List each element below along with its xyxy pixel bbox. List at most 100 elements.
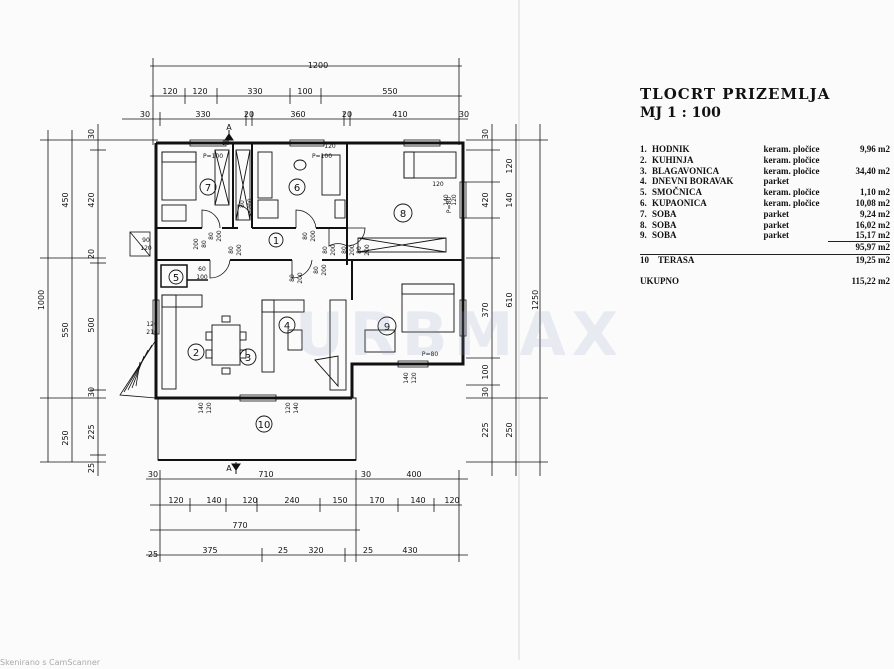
room-list: 1. HODNIK keram. pločice 9,96 m2 2. KUHI…	[640, 144, 890, 287]
dim-top-3a: 30	[140, 110, 150, 119]
door-label-6b: 200	[247, 198, 254, 210]
window-label-9a: 140	[403, 372, 410, 384]
dim-left-3e: 30	[87, 387, 96, 397]
door-label-5b: 200	[364, 244, 371, 256]
window-label-kitchen-b: 210	[146, 329, 158, 336]
door-label-1a: 80	[208, 232, 215, 240]
section-label-bottom: A	[226, 464, 232, 473]
dim-right-3e: 370	[481, 302, 490, 317]
dim-top-2e: 550	[382, 87, 397, 96]
door-label-b2a: 80	[341, 246, 348, 254]
room-number-9: 9	[384, 322, 390, 333]
dim-top-total: 1200	[308, 61, 328, 70]
door-label-5a: 80	[356, 246, 363, 254]
windows	[152, 139, 467, 402]
room-number-10: 10	[258, 420, 271, 431]
room-number-circles	[168, 178, 413, 433]
dim-bot-2b: 140	[206, 496, 221, 505]
door-label-7a: 80	[313, 266, 320, 274]
room-number-6: 6	[294, 183, 300, 194]
subtotal-row: 95,97 m2	[640, 241, 890, 252]
section-mark-top	[224, 130, 234, 141]
furniture	[161, 149, 457, 391]
room-row-7: 7. SOBA parket 9,24 m2	[640, 208, 890, 219]
door-label-b1a: 80	[201, 240, 208, 248]
dim-left-3a: 30	[87, 129, 96, 139]
dim-top-3d: 360	[290, 110, 305, 119]
terasa-row: 10 TERASA 19,25 m2	[640, 253, 890, 265]
note-room9: P=80	[422, 351, 438, 358]
dim-left-3d: 500	[87, 317, 96, 332]
dim-left-2a: 450	[61, 192, 70, 207]
dim-right-3i: 250	[505, 422, 514, 437]
watermark: URBMAX	[295, 300, 625, 370]
right-dimension-lines	[466, 124, 548, 476]
room-row-3: 3. BLAGAVONICA keram. pločice 34,40 m2	[640, 165, 890, 176]
dim-bot-4b: 375	[202, 546, 217, 555]
dim-top-3g: 30	[459, 110, 469, 119]
window-label-t2b: 140	[293, 402, 300, 414]
dim-right-2: 610	[505, 292, 514, 307]
door-label-2a: 80	[302, 232, 309, 240]
door-label-b1b: 200	[193, 238, 200, 250]
dim-bot-4e: 25	[363, 546, 373, 555]
dim-bot-4c: 25	[278, 546, 288, 555]
dim-top-2c: 330	[247, 87, 262, 96]
dim-top-2a: 120	[162, 87, 177, 96]
dim-right-3f: 100	[481, 364, 490, 379]
dim-right-total: 1250	[531, 290, 540, 310]
pantry-label-a: 60	[198, 266, 206, 273]
side-label-b: 120	[140, 245, 152, 252]
door-label-3a: 80	[228, 246, 235, 254]
plan-title: TLOCRT PRIZEMLJA	[640, 85, 831, 103]
dim-right-3a: 30	[481, 129, 490, 139]
dim-right-3h: 225	[481, 422, 490, 437]
window-label-top-a: 90	[222, 140, 230, 147]
dim-bot-1b: 710	[258, 470, 273, 479]
dim-left-2b: 550	[61, 322, 70, 337]
dim-top-3c: 20	[244, 110, 254, 119]
room-row-2: 2. KUHINJA keram. pločice	[640, 154, 820, 165]
door-label-1b: 200	[216, 230, 223, 242]
room-row-8: 8. SOBA parket 16,02 m2	[640, 219, 890, 230]
dim-left-total: 1000	[37, 290, 46, 310]
window-label-8a: 120	[451, 194, 458, 206]
door-label-b3a: 80	[289, 274, 296, 282]
dim-left-3f: 250	[61, 430, 70, 445]
bottom-dimension-lines	[146, 470, 468, 562]
dim-bot-2c: 120	[242, 496, 257, 505]
dim-bot-4d: 320	[308, 546, 323, 555]
room-number-1: 1	[273, 236, 279, 247]
plan-scale: MJ 1 : 100	[640, 105, 721, 121]
window-label-8c: 120	[432, 181, 444, 188]
top-dimension-lines	[122, 58, 468, 145]
dim-bot-1c: 30	[361, 470, 371, 479]
dim-bot-1d: 400	[406, 470, 421, 479]
dim-right-3g: 30	[481, 387, 490, 397]
door-label-b2b: 200	[349, 244, 356, 256]
window-label-9b: 120	[411, 372, 418, 384]
dim-bot-4f: 430	[402, 546, 417, 555]
dim-top-3f: 410	[392, 110, 407, 119]
dim-top-2d: 100	[297, 87, 312, 96]
window-label-t1a: 140	[198, 402, 205, 414]
note-room6: P=100	[312, 153, 332, 160]
dim-left-3c: 20	[87, 249, 96, 259]
dim-top-2b: 120	[192, 87, 207, 96]
door-label-4a: 80	[322, 246, 329, 254]
dim-bot-3: 770	[232, 521, 247, 530]
room-number-4: 4	[284, 321, 290, 332]
door-label-2b: 200	[310, 230, 317, 242]
door-label-b3b: 200	[297, 272, 304, 284]
room-row-1: 1. HODNIK keram. pločice 9,96 m2	[640, 144, 890, 154]
dim-bot-2h: 120	[444, 496, 459, 505]
room-row-9: 9. SOBA parket 15,17 m2	[640, 230, 890, 241]
left-dimension-lines	[40, 124, 158, 476]
note-room7: P=100	[203, 153, 223, 160]
total-row: UKUPNO 115,22 m2	[640, 275, 890, 286]
dim-right-3c: 140	[505, 192, 514, 207]
subtotal-area: 95,97 m2	[828, 241, 890, 252]
room-number-3: 3	[245, 353, 251, 364]
room-number-7: 7	[205, 183, 211, 194]
